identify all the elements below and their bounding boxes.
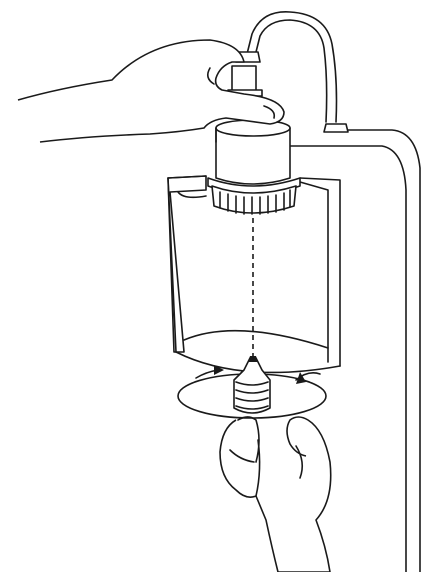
lampshade — [167, 175, 341, 374]
hand-bottom — [219, 416, 332, 572]
light-bulb — [233, 356, 271, 414]
socket-thread-ridges — [219, 189, 291, 215]
curved-arrow-icon — [195, 365, 321, 384]
lamp-socket — [207, 65, 301, 215]
lamp-stand-arm — [289, 123, 421, 572]
hand-top — [17, 39, 285, 143]
